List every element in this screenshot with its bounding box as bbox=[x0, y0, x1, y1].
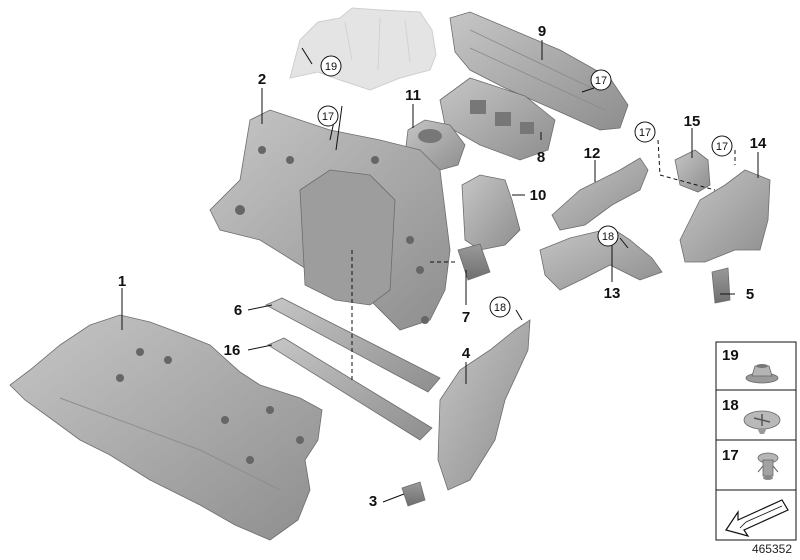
callout-11: 11 bbox=[405, 87, 421, 104]
callout-8: 8 bbox=[537, 149, 545, 166]
svg-text:18: 18 bbox=[602, 231, 614, 243]
leader-16 bbox=[247, 344, 273, 351]
callout-13: 13 bbox=[604, 285, 621, 302]
circled-17-d: 17 bbox=[711, 135, 733, 157]
callout-15: 15 bbox=[684, 113, 701, 130]
part-12-cover bbox=[551, 157, 649, 231]
dashed-17c2 bbox=[659, 174, 716, 191]
fastener-legend: 19 18 17 bbox=[715, 341, 797, 541]
svg-text:18: 18 bbox=[494, 302, 506, 314]
circled-references: 19 17 17 17 17 18 18 bbox=[317, 55, 733, 318]
expanding-rivet-icon bbox=[743, 410, 781, 434]
callout-4: 4 bbox=[462, 345, 471, 362]
part-8-box bbox=[439, 77, 556, 161]
part-7-pad bbox=[457, 243, 491, 281]
callout-14: 14 bbox=[750, 135, 767, 152]
svg-text:17: 17 bbox=[595, 75, 607, 87]
leader-18a bbox=[619, 237, 629, 249]
callout-2: 2 bbox=[258, 71, 266, 88]
reference-number: 465352 bbox=[752, 542, 792, 556]
svg-text:17: 17 bbox=[322, 111, 334, 123]
part-3-clip bbox=[401, 481, 426, 507]
callout-10: 10 bbox=[530, 187, 547, 204]
callout-7: 7 bbox=[462, 309, 470, 326]
part-16-beam bbox=[267, 337, 433, 441]
part-6-beam bbox=[265, 297, 441, 393]
callout-16: 16 bbox=[224, 342, 241, 359]
circled-17-c: 17 bbox=[634, 121, 656, 143]
callout-3: 3 bbox=[369, 493, 377, 510]
legend-number-17: 17 bbox=[722, 447, 739, 464]
leader-3 bbox=[382, 493, 405, 503]
leader-6 bbox=[247, 304, 273, 311]
ghost-part-top bbox=[289, 7, 437, 91]
circled-18-a: 18 bbox=[597, 225, 619, 247]
legend-item-19: 19 bbox=[722, 347, 779, 384]
part-9-panel bbox=[449, 11, 629, 131]
callout-12: 12 bbox=[584, 145, 601, 162]
callout-5: 5 bbox=[746, 286, 754, 303]
part-5-block bbox=[711, 267, 731, 304]
callout-9: 9 bbox=[538, 23, 546, 40]
legend-number-19: 19 bbox=[722, 347, 739, 364]
circled-19: 19 bbox=[320, 55, 342, 77]
svg-text:19: 19 bbox=[325, 61, 337, 73]
leader-19 bbox=[301, 47, 313, 65]
circled-17-a: 17 bbox=[317, 105, 339, 127]
callout-1: 1 bbox=[118, 273, 126, 290]
direction-arrow-icon bbox=[725, 499, 789, 538]
circled-17-b: 17 bbox=[590, 69, 612, 91]
leader-lines bbox=[121, 40, 759, 503]
dashed-17c bbox=[657, 139, 661, 176]
part-4-panel bbox=[437, 319, 531, 491]
push-clip-icon bbox=[757, 452, 779, 480]
callout-labels: 1 2 3 4 5 6 7 8 9 10 11 12 13 14 15 16 bbox=[118, 23, 767, 510]
legend-item-17: 17 bbox=[722, 447, 779, 480]
part-2-bulkhead bbox=[209, 109, 451, 331]
legend-item-18: 18 bbox=[722, 397, 781, 434]
part-1-floor-mat bbox=[9, 314, 323, 541]
part-14-panel bbox=[679, 169, 771, 263]
leader-17b bbox=[581, 87, 595, 93]
leader-17a2 bbox=[335, 105, 343, 151]
callout-6: 6 bbox=[234, 302, 242, 319]
nut-fastener-icon bbox=[745, 364, 779, 384]
legend-number-18: 18 bbox=[722, 397, 739, 414]
svg-text:17: 17 bbox=[639, 127, 651, 139]
circled-18-b: 18 bbox=[489, 296, 511, 318]
svg-text:17: 17 bbox=[716, 141, 728, 153]
leader-18b bbox=[515, 309, 523, 321]
part-10-duct bbox=[461, 174, 521, 251]
